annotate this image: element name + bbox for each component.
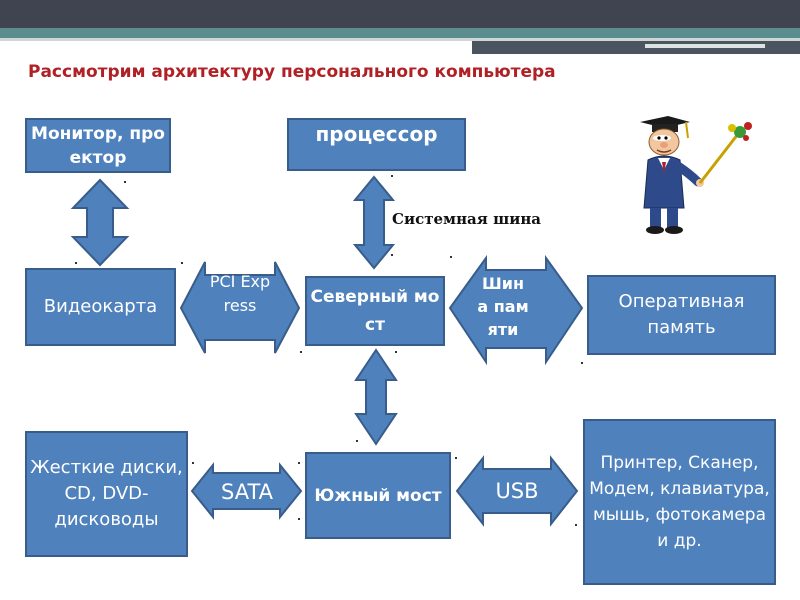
- marker-dot: [581, 362, 583, 364]
- marker-dot: [391, 254, 393, 256]
- monitor-node: Монитор, проектор: [25, 118, 171, 173]
- monitor-node-label: Монитор, проектор: [31, 123, 165, 168]
- marker-dot: [450, 256, 452, 258]
- header-accent: [0, 28, 800, 38]
- marker-dot: [192, 462, 194, 464]
- marker-dot: [455, 457, 457, 459]
- marker-dot: [300, 351, 302, 353]
- hdd-node: Жесткие диски, CD, DVD-дисководы: [25, 431, 188, 557]
- marker-dot: [298, 518, 300, 520]
- pci-express-label: PCI Express: [209, 272, 271, 315]
- peripherals-node: Принтер, Сканер, Модем, клавиатура, мышь…: [583, 419, 776, 585]
- south-bridge-node: Южный мост: [305, 452, 451, 539]
- usb-label: USB: [495, 479, 539, 503]
- header-rule: [0, 38, 800, 41]
- usb-arrow: [455, 455, 579, 527]
- videocard-node-label: Видеокарта: [43, 296, 158, 317]
- sata-arrow: [190, 462, 303, 520]
- cpu-node: процессор: [287, 118, 466, 171]
- pci-express-arrow: [179, 261, 301, 354]
- marker-dot: [124, 181, 126, 183]
- marker-dot: [395, 351, 397, 353]
- memory-bus-label: Шина памяти: [477, 274, 529, 339]
- slide-title: Рассмотрим архитектуру персонального ком…: [28, 62, 556, 82]
- marker-dot: [356, 440, 358, 442]
- cpu-northbridge-arrow: [352, 175, 396, 270]
- marker-dot: [75, 262, 77, 264]
- header-band: [0, 0, 800, 28]
- monitor-videocard-arrow: [70, 178, 130, 267]
- videocard-node: Видеокарта: [25, 268, 176, 346]
- marker-dot: [391, 175, 393, 177]
- system-bus-label: Системная шина: [392, 210, 542, 228]
- cpu-node-label: процессор: [315, 122, 438, 146]
- ram-node-label: Оперативная память: [618, 291, 745, 338]
- ram-node: Оперативная память: [587, 275, 776, 355]
- north-bridge-node: Северный мост: [305, 276, 445, 346]
- northbridge-southbridge-arrow: [354, 348, 398, 446]
- sata-label: SATA: [220, 480, 274, 504]
- memory-bus-arrow: [448, 254, 584, 366]
- professor-with-pointer-icon: [640, 116, 752, 234]
- marker-dot: [298, 462, 300, 464]
- peripherals-node-label: Принтер, Сканер, Модем, клавиатура, мышь…: [589, 453, 770, 551]
- marker-dot: [575, 524, 577, 526]
- north-bridge-node-label: Северный мост: [310, 287, 440, 335]
- header-highlight: [645, 44, 765, 48]
- south-bridge-node-label: Южный мост: [314, 485, 442, 506]
- marker-dot: [181, 262, 183, 264]
- hdd-node-label: Жесткие диски, CD, DVD-дисководы: [30, 457, 183, 530]
